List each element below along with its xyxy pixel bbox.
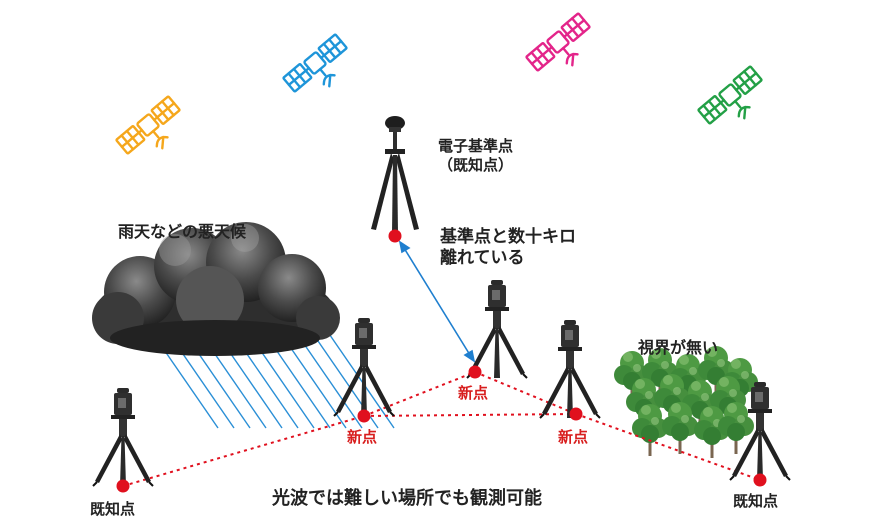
bad-weather-label: 雨天などの悪天候: [118, 222, 247, 241]
satellite-icon: [281, 33, 360, 107]
satellite-icon: [696, 65, 775, 139]
tree-cluster: [614, 346, 758, 458]
survey-instrument-tripod-icon: [539, 319, 601, 419]
satellite-icon: [114, 95, 193, 169]
new-point-label: 新点: [347, 428, 378, 446]
gnss-station-label: 電子基準点 （既知点）: [438, 137, 513, 175]
point-new-2: [468, 365, 482, 379]
gnss-station-label-line2: （既知点）: [438, 155, 514, 174]
new-point-label: 新点: [458, 384, 489, 402]
survey-instrument-tripod-icon: [92, 387, 154, 487]
survey-points: [116, 229, 767, 493]
survey-instrument-tripod-icon: [466, 279, 528, 379]
known-point-label-left: 既知点: [90, 500, 136, 518]
no-visibility-label: 視界が無い: [638, 338, 719, 357]
known-point-label-right: 既知点: [733, 492, 779, 510]
new-point-label: 新点: [558, 428, 589, 446]
satellite-icon: [524, 12, 603, 86]
gnss-station-label-line1: 電子基準点: [438, 137, 514, 155]
gnss-antenna-tripod-icon: [371, 116, 419, 233]
rain-cloud-icon: [92, 222, 340, 356]
point-known-right: [753, 473, 767, 487]
point-new-3: [569, 407, 583, 421]
distance-label: 基準点と数十キロ 離れている: [440, 227, 576, 270]
point-new-1: [357, 409, 371, 423]
distance-arrow: [398, 240, 476, 363]
survey-network-lines: [122, 371, 761, 487]
point-known-left: [116, 479, 130, 493]
survey-instrument-tripod-icon: [333, 317, 395, 417]
distance-label-line2: 離れている: [440, 248, 525, 269]
distance-label-line1: 基準点と数十キロ: [440, 227, 576, 247]
caption: 光波では難しい場所でも観測可能: [272, 488, 542, 509]
point-gnss-station: [388, 229, 402, 243]
